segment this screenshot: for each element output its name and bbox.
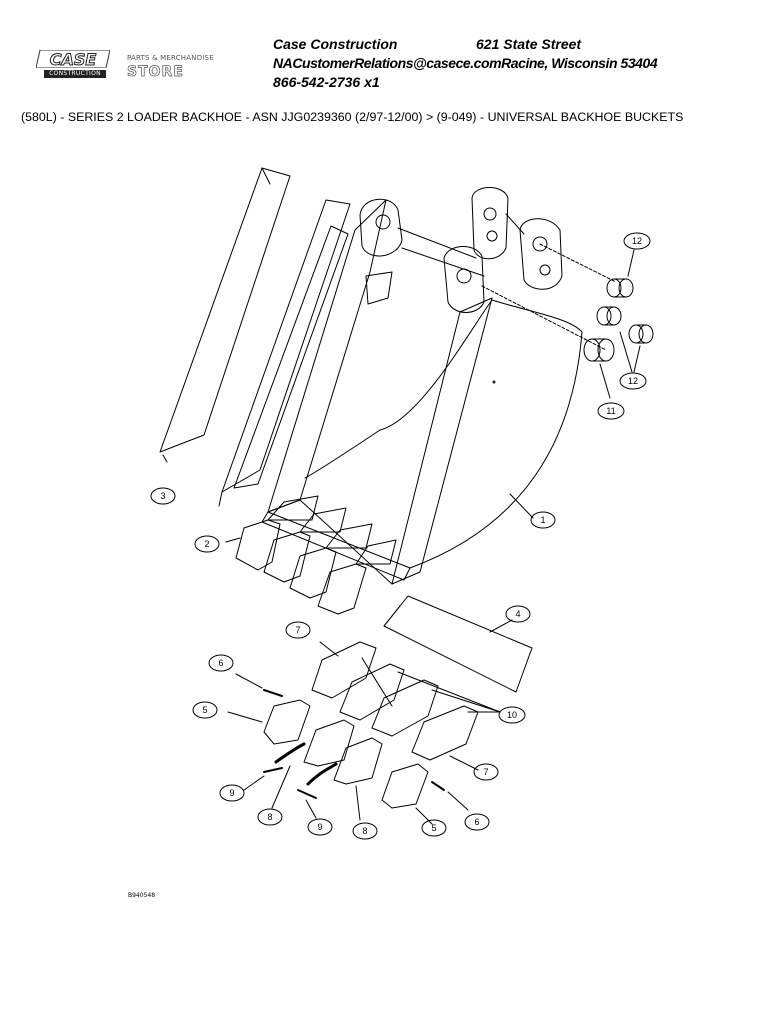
svg-text:9: 9 [229,788,234,798]
svg-text:8: 8 [267,812,272,822]
svg-text:2: 2 [204,539,209,549]
callout-12[interactable]: 12 [623,232,651,250]
figure-code: B940548 [128,892,156,899]
callout-10[interactable]: 10 [498,706,526,724]
email-and-city[interactable]: NACustomerRelations@casece.comRacine, Wi… [273,55,658,71]
phone-number: 866-542-2736 x1 [273,74,380,90]
store-logo-top: PARTS & MERCHANDISE [127,54,214,62]
street-address: 621 State Street [476,36,582,52]
part-3-side-strip [159,167,291,463]
svg-text:6: 6 [218,658,223,668]
callouts: 1 2 3 4 5 5 6 6 7 7 8 8 9 9 10 11 12 12 [150,232,651,840]
svg-text:5: 5 [431,823,436,833]
callout-9[interactable]: 9 [219,784,245,802]
svg-text:3: 3 [160,491,165,501]
svg-text:6: 6 [474,817,479,827]
svg-text:4: 4 [515,609,520,619]
part-1-bucket [261,187,617,585]
callout-9[interactable]: 9 [307,818,333,836]
svg-text:1: 1 [540,515,545,525]
part-4-cutting-edge [383,595,533,693]
svg-text:8: 8 [362,826,367,836]
svg-text:9: 9 [317,822,322,832]
svg-text:5: 5 [202,705,207,715]
part-8-teeth [271,719,383,821]
svg-text:7: 7 [483,767,488,777]
company-name: Case Construction [273,36,398,52]
callout-8[interactable]: 8 [352,822,378,840]
store-logo[interactable]: PARTS & MERCHANDISE STORE [127,54,247,84]
callout-6[interactable]: 6 [464,813,490,831]
callout-8[interactable]: 8 [257,808,283,826]
callout-12[interactable]: 12 [619,372,647,390]
breadcrumb: (580L) - SERIES 2 LOADER BACKHOE - ASN J… [21,110,684,124]
store-logo-main: STORE [127,64,184,81]
callout-11[interactable]: 11 [597,402,625,420]
svg-text:11: 11 [606,406,615,416]
part-5-teeth [227,699,433,825]
bushings [583,249,654,399]
callout-5[interactable]: 5 [192,701,218,719]
callout-5[interactable]: 5 [421,819,447,837]
part-7-adapters [311,641,479,771]
callout-7[interactable]: 7 [473,763,499,781]
logo-subtext: CONSTRUCTION [44,70,106,78]
part-6-9-pins [235,673,469,819]
svg-text:12: 12 [632,236,642,246]
svg-text:7: 7 [295,625,300,635]
logo-text: CASE [50,50,97,68]
case-wordmark-icon: CASE [36,50,110,68]
part-2-side-strip [218,199,351,507]
part-10-leaders [397,671,501,713]
callout-1[interactable]: 1 [530,511,556,529]
callout-6[interactable]: 6 [208,654,234,672]
case-logo[interactable]: CASE CONSTRUCTION [36,50,110,80]
svg-text:10: 10 [507,710,517,720]
callout-7[interactable]: 7 [285,621,311,639]
bucket-teeth [225,495,397,615]
callout-4[interactable]: 4 [505,605,531,623]
svg-text:12: 12 [628,376,638,386]
callout-2[interactable]: 2 [194,535,220,553]
callout-3[interactable]: 3 [150,487,176,505]
